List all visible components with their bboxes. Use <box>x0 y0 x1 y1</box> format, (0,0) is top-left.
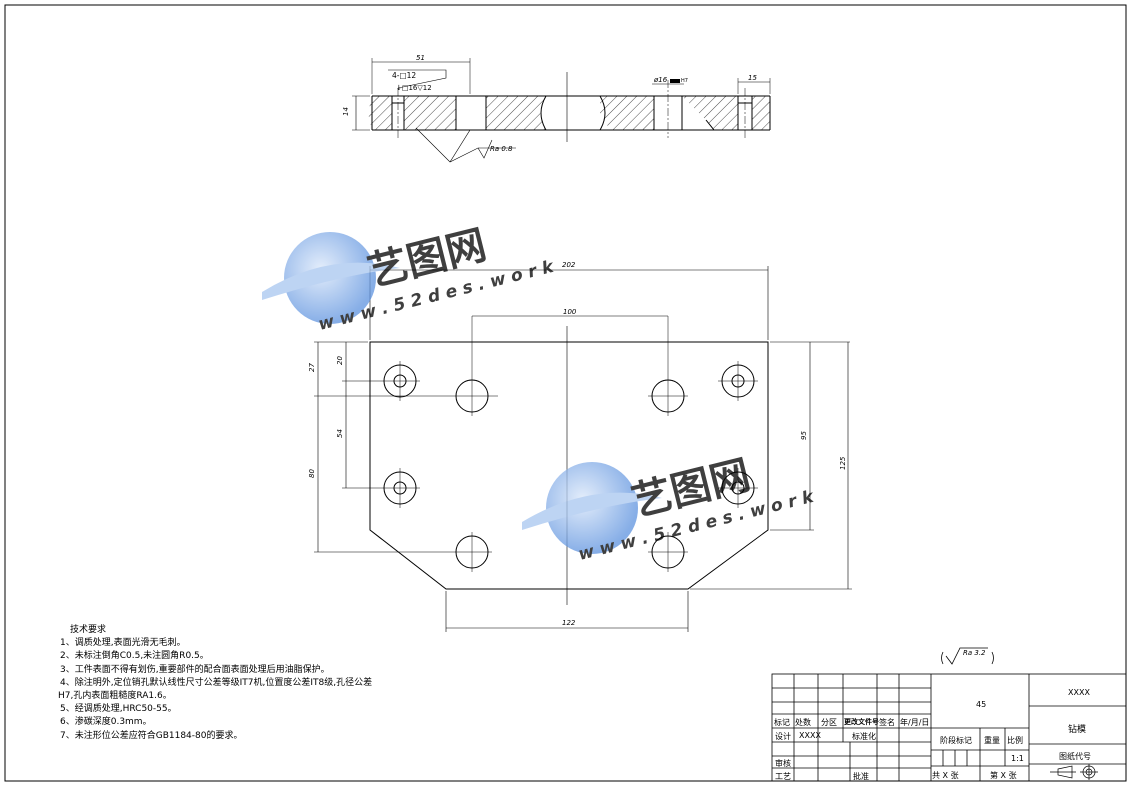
tech-req-item-7: 7、未注形位公差应符合GB1184-80的要求。 <box>60 730 243 741</box>
watermark-2: 艺图网 w w w . 5 2 d e s . w o r k <box>522 452 817 565</box>
tech-req-item-4-cont: H7,孔内表面粗糙度RA1.6。 <box>58 690 172 701</box>
tb-review: 审核 <box>775 759 791 768</box>
tb-part-name: 钻模 <box>1068 725 1087 735</box>
roughness-ra08: Ra 0.8 <box>490 145 513 153</box>
tb-col-sign: 签名 <box>879 718 895 727</box>
tb-weight: 重量 <box>984 736 1000 745</box>
hole-small-mid-right <box>718 468 758 508</box>
hole-large-bottom-right <box>648 532 688 572</box>
dim-width-202: 202 <box>562 261 576 269</box>
tb-col-docno: 更改文件号 <box>844 718 879 726</box>
surface-roughness-value: Ra 3.2 <box>963 649 986 657</box>
plate-outline <box>369 341 769 590</box>
tb-design: 设计 <box>775 732 791 741</box>
tb-drawing-code: 图纸代号 <box>1059 752 1091 761</box>
dim-27: 27 <box>308 363 316 372</box>
dim-125: 125 <box>839 456 847 470</box>
tech-req-item-1: 1、调质处理,表面光滑无毛刺。 <box>60 638 186 649</box>
hole-large-top-left <box>452 316 498 416</box>
title-block-grid <box>771 673 1127 782</box>
tb-col-count: 处数 <box>795 718 811 727</box>
tb-col-zone: 分区 <box>821 718 837 727</box>
tb-sheet-no: 第 X 张 <box>990 771 1017 780</box>
section-hatch <box>368 96 770 130</box>
tb-col-mark: 标记 <box>774 718 790 727</box>
tb-designer: XXXX <box>799 731 821 740</box>
tb-scale-label: 比例 <box>1007 736 1023 745</box>
dim-right-15: 15 <box>748 74 757 82</box>
dim-overall-51: 51 <box>416 54 425 62</box>
tech-requirements: 技术要求 1、调质处理,表面光滑无毛刺。 2、未标注倒角C0.5,未注圆角R0.… <box>58 624 373 743</box>
tech-req-item-4: 4、除注明外,定位销孔默认线性尺寸公差等级IT7机,位置度公差IT8级,孔径公差 <box>60 677 373 688</box>
hole-small-top-left <box>380 361 420 401</box>
dim-inner-100: 100 <box>563 308 577 316</box>
tb-scale: 1:1 <box>1011 754 1024 763</box>
dia-callout: ø16 <box>653 76 668 84</box>
projection-symbol-icon <box>1050 764 1098 780</box>
hole-large-bottom-left <box>452 532 492 572</box>
tb-col-date: 年/月/日 <box>900 718 930 727</box>
tech-requirements-title: 技术要求 <box>70 625 107 635</box>
dim-20: 20 <box>336 356 344 365</box>
tb-company: XXXX <box>1068 688 1090 697</box>
tech-req-item-2: 2、未标注倒角C0.5,未注圆角R0.5。 <box>60 651 209 662</box>
dim-height-14: 14 <box>342 107 350 116</box>
hole-callout-1: 4-□12 <box>392 71 416 80</box>
surface-roughness-symbol <box>941 647 994 665</box>
hole-callout-2: ↓□16▽12 <box>396 84 432 92</box>
dim-54: 54 <box>336 429 344 438</box>
dim-95: 95 <box>800 431 808 440</box>
dim-80: 80 <box>308 469 316 478</box>
tb-process: 工艺 <box>775 772 791 781</box>
tb-material: 45 <box>976 700 987 709</box>
tb-standardize: 标准化 <box>852 732 876 741</box>
section-view <box>352 58 771 163</box>
tb-approve: 批准 <box>853 772 869 781</box>
hole-large-top-right <box>648 316 688 416</box>
tech-req-item-6: 6、渗碳深度0.3mm。 <box>60 717 152 728</box>
tb-stage-mark: 阶段标记 <box>940 736 972 745</box>
tech-req-item-3: 3、工件表面不得有划伤,重要部件的配合面表面处理后用油脂保护。 <box>60 664 330 675</box>
watermark-1: 艺图网 w w w . 5 2 d e s . w o r k <box>262 222 557 335</box>
tech-req-item-5: 5、经调质处理,HRC50-55。 <box>60 704 177 715</box>
dim-bottom-122: 122 <box>562 619 576 627</box>
hole-small-mid-left <box>380 468 420 508</box>
drawing-border <box>4 4 1127 782</box>
hole-small-top-right <box>718 361 758 401</box>
plan-view <box>314 266 852 632</box>
dia-callout-suffix: H7 <box>681 78 688 84</box>
tb-total-sheets: 共 X 张 <box>932 771 959 780</box>
